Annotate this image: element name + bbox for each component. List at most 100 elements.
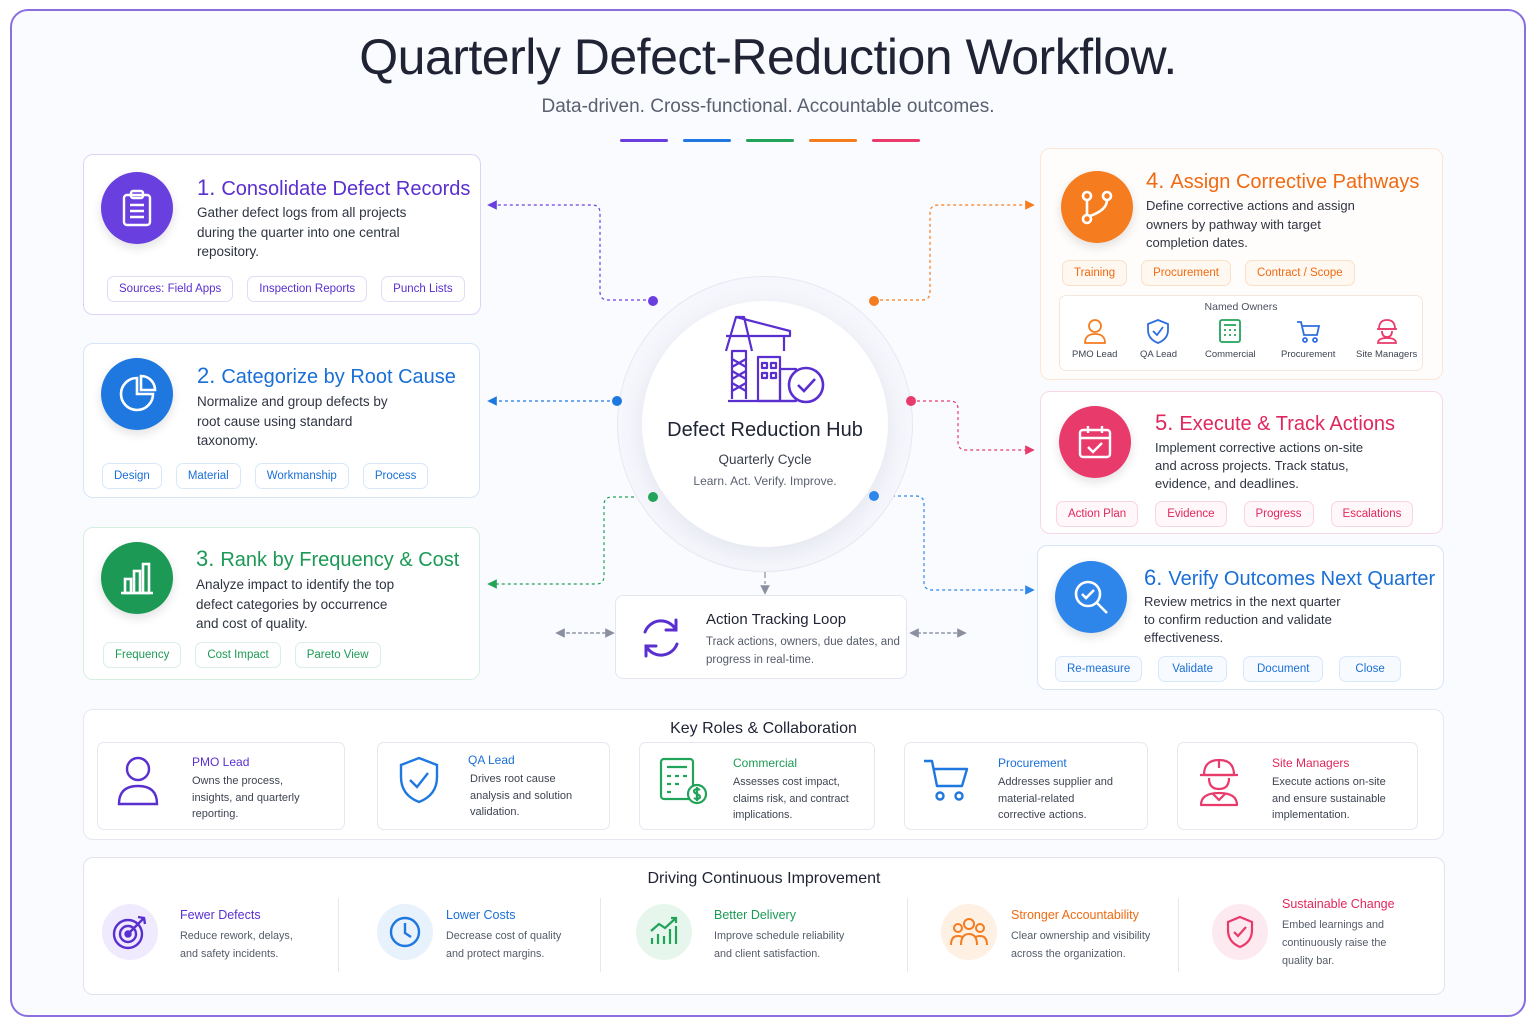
swatch-pink <box>872 139 920 142</box>
benefit-divider <box>907 898 908 972</box>
step-chips: Action Plan Evidence Progress Escalation… <box>1056 501 1414 527</box>
step-title-text: Assign Corrective Pathways <box>1170 171 1420 193</box>
hub-title: Defect Reduction Hub <box>667 419 863 441</box>
chip-material[interactable]: Material <box>175 463 241 489</box>
chip-design[interactable]: Design <box>102 463 162 489</box>
chip-contract-scope[interactable]: Contract / Scope <box>1244 260 1355 286</box>
chip-cost-impact[interactable]: Cost Impact <box>195 642 281 668</box>
chip-punch-lists[interactable]: Punch Lists <box>381 276 465 302</box>
defect-reduction-hub[interactable]: Defect Reduction Hub Quarterly Cycle Lea… <box>642 301 888 547</box>
color-swatches <box>620 139 920 142</box>
role-card-procurement[interactable]: Procurement Addresses supplier and mater… <box>904 742 1148 830</box>
chip-procurement[interactable]: Procurement <box>1141 260 1231 286</box>
pie-chart-icon <box>101 358 173 430</box>
owner-procurement[interactable]: Procurement <box>1281 318 1335 360</box>
crane-building-check-icon <box>724 315 825 404</box>
step-description: Implement corrective actions on-site and… <box>1155 440 1364 491</box>
step-title: 1.Consolidate Defect Records <box>197 175 470 201</box>
target-icon <box>102 904 158 960</box>
chip-pareto-view[interactable]: Pareto View <box>294 642 381 668</box>
role-description: Drives root cause analysis and solution … <box>470 773 573 818</box>
role-card-pmo-lead[interactable]: PMO Lead Owns the process, insights, and… <box>97 742 345 830</box>
benefit-better-delivery: Better Delivery Improve schedule reliabi… <box>636 886 876 982</box>
benefit-lower-costs: Lower Costs Decrease cost of quality and… <box>375 886 605 982</box>
owner-label: Commercial <box>1205 349 1256 360</box>
owner-site-managers[interactable]: Site Managers <box>1356 318 1417 360</box>
benefit-divider <box>338 898 339 972</box>
role-title: Procurement <box>998 756 1067 770</box>
growth-chart-icon <box>636 904 692 960</box>
role-card-qa-lead[interactable]: QA Lead Drives root cause analysis and s… <box>377 742 610 830</box>
owner-commercial[interactable]: Commercial <box>1205 318 1256 360</box>
clock-icon <box>377 904 433 960</box>
step-card-4[interactable]: 4.Assign Corrective Pathways Define corr… <box>1040 148 1443 380</box>
branch-icon <box>1061 171 1133 243</box>
step-number: 4. <box>1146 168 1165 193</box>
step-description: Gather defect logs from all projects dur… <box>197 205 407 259</box>
calculator-icon <box>1219 319 1242 343</box>
page-title: Quarterly Defect-Reduction Workflow. <box>359 29 1177 85</box>
chip-action-plan[interactable]: Action Plan <box>1056 501 1139 527</box>
chip-inspection-reports[interactable]: Inspection Reports <box>247 276 368 302</box>
role-card-site-managers[interactable]: Site Managers Execute actions on-site an… <box>1177 742 1418 830</box>
connector-step4 <box>874 200 1035 301</box>
clipboard-icon <box>101 172 173 244</box>
owner-pmo-lead[interactable]: PMO Lead <box>1072 318 1117 360</box>
role-title: Site Managers <box>1272 756 1350 770</box>
step-card-5[interactable]: 5.Execute & Track Actions Implement corr… <box>1040 391 1443 534</box>
hub-dot-step5 <box>906 396 916 406</box>
chip-process[interactable]: Process <box>362 463 429 489</box>
named-owners-panel: Named Owners PMO Lead QA Lead Commercial… <box>1059 295 1423 371</box>
benefit-divider <box>600 898 601 972</box>
chip-evidence[interactable]: Evidence <box>1155 501 1227 527</box>
chip-validate[interactable]: Validate <box>1158 656 1227 682</box>
role-description: Addresses supplier and material-related … <box>998 776 1113 821</box>
role-title: PMO Lead <box>192 755 250 769</box>
step-chips: Design Material Workmanship Process <box>102 463 429 489</box>
chip-sources[interactable]: Sources: Field Apps <box>107 276 234 302</box>
hardhat-worker-icon <box>1376 319 1397 344</box>
key-roles-title: Key Roles & Collaboration <box>670 720 857 737</box>
chip-document[interactable]: Document <box>1243 656 1324 682</box>
connector-step5 <box>911 400 1035 455</box>
step-number: 5. <box>1155 410 1174 435</box>
hub-dot-step1 <box>648 296 658 306</box>
benefit-description: Embed learnings and continuously raise t… <box>1282 919 1387 967</box>
chip-progress[interactable]: Progress <box>1243 501 1314 527</box>
step-title: 3.Rank by Frequency & Cost <box>196 546 459 572</box>
step-title: 6.Verify Outcomes Next Quarter <box>1144 565 1435 591</box>
chip-frequency[interactable]: Frequency <box>103 642 182 668</box>
connector-step6 <box>874 495 1035 595</box>
step-card-6[interactable]: 6.Verify Outcomes Next Quarter Review me… <box>1037 545 1444 690</box>
hub-subtitle: Quarterly Cycle <box>718 452 812 467</box>
swatch-purple <box>620 139 668 142</box>
chip-workmanship[interactable]: Workmanship <box>254 463 349 489</box>
step-number: 1. <box>197 175 216 200</box>
benefit-title: Sustainable Change <box>1282 897 1395 911</box>
hub-dot-step3 <box>648 492 658 502</box>
action-tracking-loop[interactable]: Action Tracking Loop Track actions, owne… <box>615 595 907 679</box>
loop-description: Track actions, owners, due dates, and pr… <box>706 636 900 666</box>
named-owners-title: Named Owners <box>1204 301 1278 313</box>
owner-qa-lead[interactable]: QA Lead <box>1140 318 1177 360</box>
shield-check-icon <box>1147 319 1170 344</box>
role-description: Assesses cost impact, claims risk, and c… <box>733 776 849 821</box>
page-subtitle: Data-driven. Cross-functional. Accountab… <box>541 96 995 117</box>
chip-re-measure[interactable]: Re-measure <box>1055 656 1143 682</box>
swatch-green <box>746 139 794 142</box>
step-card-3[interactable]: 3.Rank by Frequency & Cost Analyze impac… <box>83 527 480 680</box>
chip-escalations[interactable]: Escalations <box>1330 501 1414 527</box>
role-description: Owns the process, insights, and quarterl… <box>192 775 300 820</box>
swatch-blue <box>683 139 731 142</box>
step-card-1[interactable]: 1.Consolidate Defect Records Gather defe… <box>83 154 481 315</box>
role-description: Execute actions on-site and ensure susta… <box>1272 776 1386 821</box>
chip-close[interactable]: Close <box>1339 656 1401 682</box>
improvement-title: Driving Continuous Improvement <box>647 870 881 887</box>
step-card-2[interactable]: 2.Categorize by Root Cause Normalize and… <box>83 343 480 498</box>
step-title: 5.Execute & Track Actions <box>1155 410 1395 436</box>
hardhat-worker-icon <box>1199 758 1239 807</box>
calendar-check-icon <box>1059 406 1131 478</box>
shield-check-icon <box>1212 904 1268 960</box>
role-card-commercial[interactable]: Commercial Assesses cost impact, claims … <box>639 742 875 830</box>
chip-training[interactable]: Training <box>1062 260 1128 286</box>
